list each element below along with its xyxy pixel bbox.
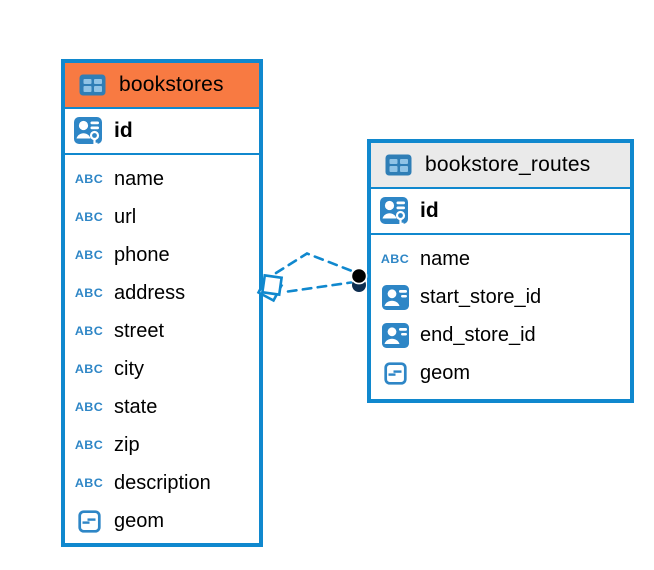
table-name: bookstores: [119, 73, 224, 96]
column-row-city[interactable]: ABC city: [65, 350, 259, 388]
column-row-geom[interactable]: geom: [65, 502, 259, 540]
column-row-end-store-id[interactable]: end_store_id: [371, 316, 630, 354]
column-list-bookstores: ABC name ABC url ABC phone ABC address A…: [65, 155, 259, 540]
abc-icon: ABC: [74, 210, 104, 224]
abc-icon: ABC: [380, 252, 410, 266]
abc-icon: ABC: [74, 476, 104, 490]
person-icon: [379, 322, 411, 348]
abc-icon: ABC: [74, 172, 104, 186]
table-grid-icon: [76, 74, 108, 96]
column-name: description: [114, 471, 211, 494]
table-grid-icon: [382, 154, 414, 176]
column-name: address: [114, 281, 186, 304]
column-name: name: [114, 167, 165, 190]
relationship-target-dot-1[interactable]: [350, 267, 368, 285]
column-name: city: [114, 357, 144, 380]
abc-icon: ABC: [74, 248, 104, 262]
entity-table-bookstore-routes[interactable]: bookstore_routes id ABC name: [367, 139, 634, 403]
column-name: url: [114, 205, 137, 228]
abc-icon: ABC: [74, 438, 104, 452]
column-row-phone[interactable]: ABC phone: [65, 236, 259, 274]
column-name: start_store_id: [420, 285, 542, 308]
column-name: street: [114, 319, 165, 342]
table-header-bookstore-routes[interactable]: bookstore_routes: [371, 143, 630, 189]
person-icon: [379, 284, 411, 310]
abc-icon: ABC: [74, 324, 104, 338]
column-list-bookstore-routes: ABC name start_store_id: [371, 235, 630, 392]
column-name: geom: [114, 509, 165, 532]
column-row-street[interactable]: ABC street: [65, 312, 259, 350]
column-name: phone: [114, 243, 170, 266]
person-key-icon: [72, 116, 104, 147]
abc-icon: ABC: [74, 362, 104, 376]
column-row-description[interactable]: ABC description: [65, 464, 259, 502]
geometry-icon: [73, 509, 105, 533]
column-row-zip[interactable]: ABC zip: [65, 426, 259, 464]
column-row-start-store-id[interactable]: start_store_id: [371, 278, 630, 316]
pk-column-name: id: [420, 199, 439, 222]
column-row-name[interactable]: ABC name: [65, 160, 259, 198]
abc-icon: ABC: [74, 286, 104, 300]
pk-row-bookstore-routes-id[interactable]: id: [371, 189, 630, 235]
column-name: state: [114, 395, 158, 418]
person-key-icon: [378, 196, 410, 227]
column-row-address[interactable]: ABC address: [65, 274, 259, 312]
abc-icon: ABC: [74, 400, 104, 414]
column-row-url[interactable]: ABC url: [65, 198, 259, 236]
column-name: name: [420, 247, 471, 270]
pk-column-name: id: [114, 119, 133, 142]
table-name: bookstore_routes: [425, 153, 591, 176]
column-row-name[interactable]: ABC name: [371, 240, 630, 278]
entity-table-bookstores[interactable]: bookstores id ABC name: [61, 59, 263, 547]
column-name: geom: [420, 361, 471, 384]
column-row-geom[interactable]: geom: [371, 354, 630, 392]
relationship-line-2[interactable]: [286, 281, 353, 293]
relationship-target-dot-2[interactable]: [352, 278, 366, 292]
column-name: end_store_id: [420, 323, 536, 346]
column-name: zip: [114, 433, 140, 456]
pk-row-bookstores-id[interactable]: id: [65, 109, 259, 155]
geometry-icon: [379, 361, 411, 385]
relationship-line-1[interactable]: [274, 252, 354, 275]
table-header-bookstores[interactable]: bookstores: [65, 63, 259, 109]
column-row-state[interactable]: ABC state: [65, 388, 259, 426]
